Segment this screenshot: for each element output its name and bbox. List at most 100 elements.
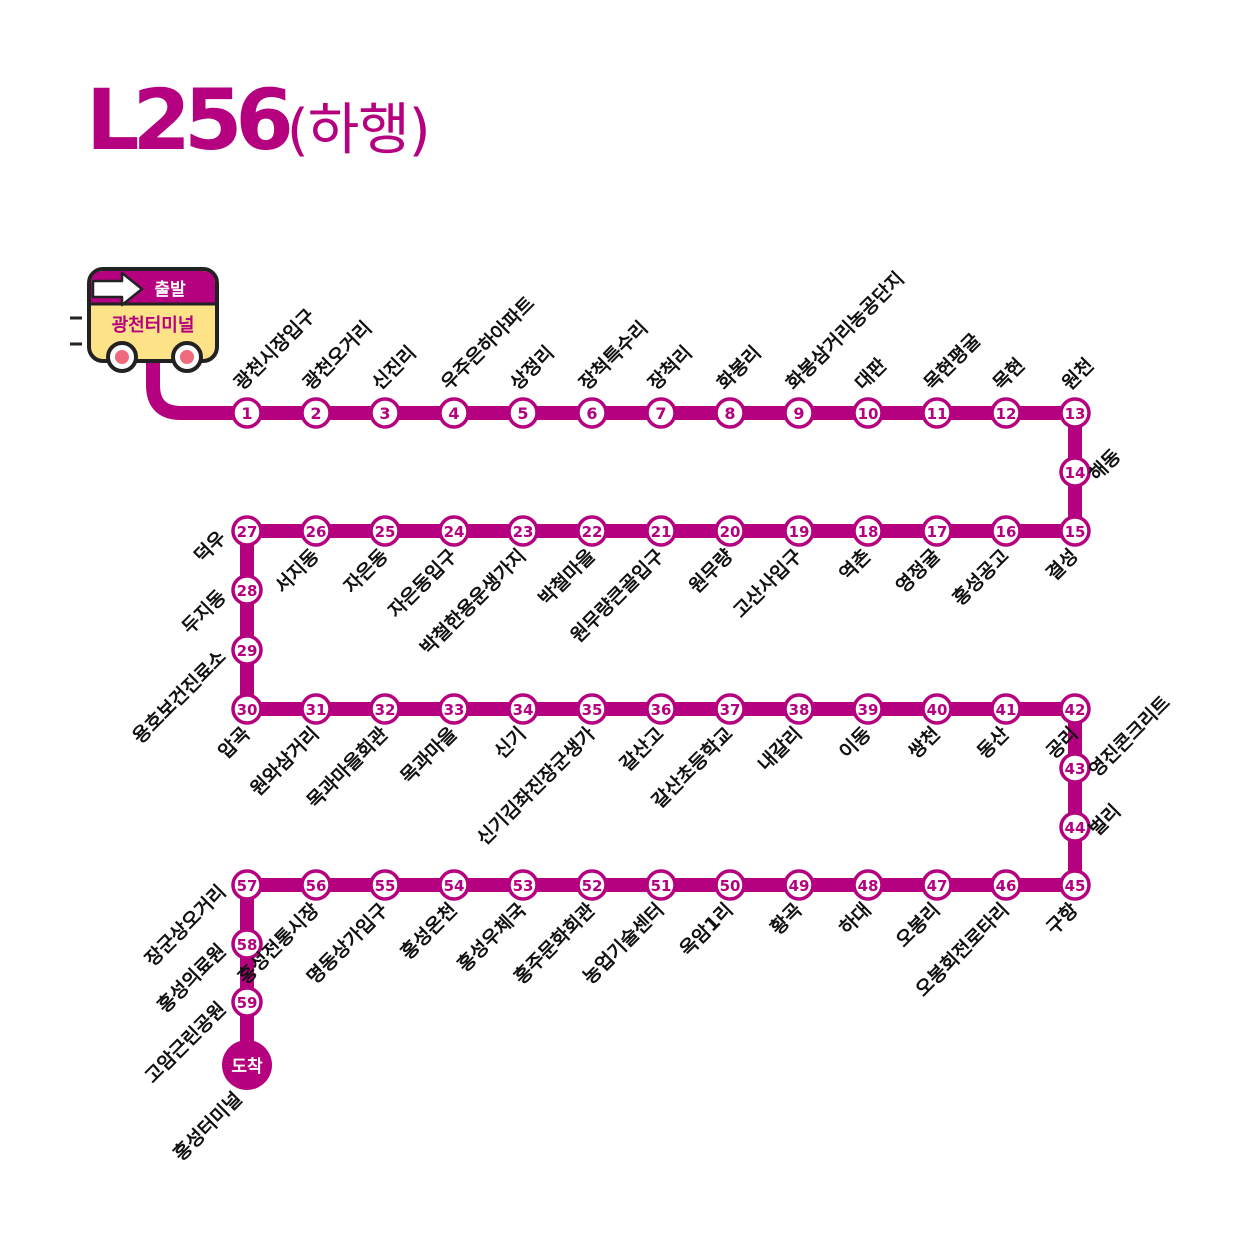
stop-number: 33 — [444, 701, 465, 719]
stop-marker — [369, 397, 401, 429]
stop-label: 홍성온천 — [396, 898, 462, 964]
departure-bus-icon: 출발 광천터미널 — [70, 267, 219, 373]
stop-number: 20 — [720, 523, 741, 541]
stop-number: 54 — [444, 877, 465, 895]
stop-label: 신기 — [490, 723, 530, 763]
stop-marker — [714, 515, 746, 547]
stop-marker — [921, 397, 953, 429]
stop-marker — [1059, 456, 1091, 488]
stop-label: 두지동 — [178, 586, 231, 639]
route-title: L256(하행) — [86, 78, 431, 166]
stop-marker — [852, 693, 884, 725]
stop-label: 고산사입구 — [729, 545, 806, 622]
stop-number: 11 — [927, 405, 948, 423]
stop-number: 50 — [720, 877, 741, 895]
stop-marker — [300, 693, 332, 725]
stop-label: 목현 — [989, 354, 1029, 394]
stop-marker — [576, 693, 608, 725]
stop-number: 42 — [1065, 701, 1086, 719]
stop-number: 5 — [517, 404, 528, 423]
stop-label: 영정굴 — [892, 545, 945, 598]
stop-marker — [990, 515, 1022, 547]
stop-label: 목과마을 — [397, 723, 462, 788]
stop-marker — [576, 869, 608, 901]
stop-number: 13 — [1065, 405, 1086, 423]
stop-marker — [507, 693, 539, 725]
stop-marker — [990, 397, 1022, 429]
stop-marker — [852, 397, 884, 429]
stop-label: 해동 — [1085, 445, 1125, 485]
stop-label: 원천 — [1058, 354, 1098, 394]
stop-marker — [369, 693, 401, 725]
stop-label: 갈산고 — [616, 723, 669, 776]
stop-marker — [645, 515, 677, 547]
stop-number: 6 — [586, 404, 597, 423]
stop-number: 25 — [375, 523, 396, 541]
stop-number: 35 — [582, 701, 603, 719]
stop-marker — [438, 869, 470, 901]
stop-number: 12 — [996, 405, 1017, 423]
stop-number: 21 — [651, 523, 672, 541]
stop-marker — [231, 397, 263, 429]
stop-marker — [645, 397, 677, 429]
stop-number: 17 — [927, 523, 948, 541]
stop-marker — [852, 515, 884, 547]
stop-number: 19 — [789, 523, 810, 541]
stop-number: 52 — [582, 877, 603, 895]
stop-number: 49 — [789, 877, 810, 895]
stop-marker — [369, 515, 401, 547]
stop-label: 화봉리 — [713, 342, 766, 395]
stop-number: 41 — [996, 701, 1017, 719]
stop-marker — [300, 869, 332, 901]
stop-number: 43 — [1065, 760, 1086, 778]
stop-label: 오봉리 — [892, 899, 945, 952]
stop-number: 29 — [237, 642, 258, 660]
stop-marker — [783, 869, 815, 901]
stop-marker — [1059, 869, 1091, 901]
stop-label: 홍성공고 — [948, 544, 1014, 610]
stop-marker — [231, 869, 263, 901]
stop-number: 27 — [237, 523, 258, 541]
stop-marker — [852, 869, 884, 901]
stop-marker — [783, 693, 815, 725]
stop-number: 53 — [513, 877, 534, 895]
stop-number: 1 — [241, 404, 252, 423]
stop-number: 47 — [927, 877, 948, 895]
stop-number: 9 — [793, 404, 804, 423]
stop-label: 상정리 — [506, 342, 559, 395]
stop-number: 30 — [237, 701, 258, 719]
stop-number: 39 — [858, 701, 879, 719]
arrival-terminal: 홍성터미널 — [168, 1087, 246, 1165]
stop-number: 56 — [306, 877, 327, 895]
stop-label: 신기김좌진장군생가 — [473, 723, 600, 850]
stop-marker — [507, 869, 539, 901]
route-direction: (하행) — [286, 98, 431, 163]
stop-number: 23 — [513, 523, 534, 541]
stop-number: 51 — [651, 877, 672, 895]
stop-number: 58 — [237, 936, 258, 954]
stop-label: 화봉삼거리농공단지 — [782, 268, 909, 395]
stop-marker — [231, 515, 263, 547]
stop-marker — [921, 869, 953, 901]
stop-label: 황곡 — [766, 898, 807, 939]
stop-number: 34 — [513, 701, 534, 719]
stop-marker — [507, 515, 539, 547]
stop-marker — [921, 693, 953, 725]
stop-label: 서지동 — [271, 545, 324, 598]
stop-marker — [714, 869, 746, 901]
arrival-badge: 도착 — [231, 1057, 263, 1077]
stop-label: 하대 — [835, 899, 875, 939]
stop-label: 쌍천 — [904, 723, 944, 763]
arrow-right-icon — [91, 271, 144, 307]
stop-marker — [300, 397, 332, 429]
stop-label: 신진리 — [368, 342, 421, 395]
stop-number: 59 — [237, 994, 258, 1012]
departure-badge: 출발 — [154, 280, 186, 300]
stop-label: 자은동 — [340, 545, 393, 598]
stop-marker — [921, 515, 953, 547]
stop-marker — [1059, 693, 1091, 725]
stop-number: 8 — [724, 404, 735, 423]
